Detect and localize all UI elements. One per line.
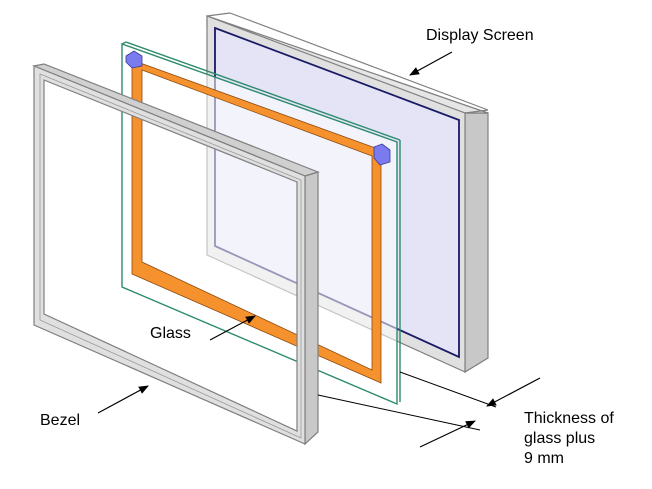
thickness-label: Thickness of glass plus 9 mm: [524, 409, 614, 469]
glass-edge-back: [125, 41, 401, 141]
display-screen-side: [464, 112, 489, 374]
gasket-strip: [131, 59, 382, 384]
glass-label: Glass: [150, 325, 191, 342]
thickness-label-line-3: 9 mm: [524, 450, 564, 467]
display-screen-top-right: [464, 109, 489, 114]
extension-line-glass: [399, 371, 497, 408]
bezel-inner-inset: [39, 73, 302, 439]
dimension-arrow-lower: [419, 420, 476, 448]
gasket-corner-top-left: [125, 50, 143, 69]
extension-line-bezel: [317, 394, 481, 431]
thickness-label-line-1: Thickness of: [524, 410, 614, 427]
glass-edge-top: [121, 41, 127, 45]
gasket-corner-top-right: [373, 143, 391, 166]
display-screen-label: Display Screen: [426, 27, 534, 44]
display-screen-leader-arrow: [409, 51, 453, 76]
thickness-dimension: [317, 371, 541, 448]
bezel-front: [33, 65, 306, 445]
bezel: [31, 63, 320, 446]
bezel-leader-arrow: [97, 385, 149, 414]
display-screen-top-edge: [206, 12, 231, 17]
bezel-label: Bezel: [40, 412, 81, 429]
bezel-side: [304, 171, 319, 446]
thickness-label-line-2: glass plus: [524, 430, 596, 447]
dimension-arrow-upper: [486, 377, 541, 407]
display-screen-top-back: [229, 12, 489, 111]
glass-leader-arrow: [209, 315, 256, 341]
